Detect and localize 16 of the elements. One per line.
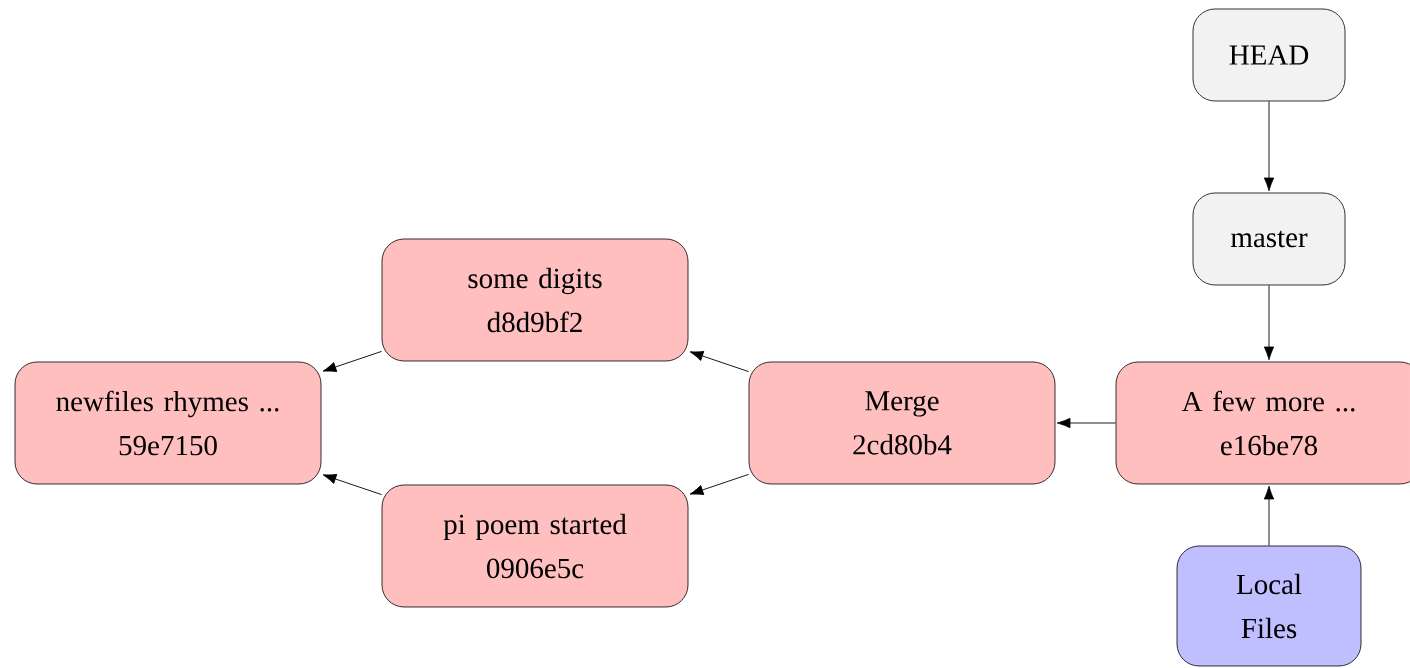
- commit-box: Local Files: [1176, 545, 1362, 667]
- arrow: [1263, 485, 1275, 547]
- commit-box: newfiles rhymes ... 59e7150: [14, 361, 322, 485]
- commit-box: HEAD: [1192, 8, 1346, 102]
- arrow: [1056, 417, 1117, 429]
- commit-box: Merge 2cd80b4: [748, 361, 1056, 485]
- arrow: [322, 473, 383, 496]
- arrow: [689, 351, 750, 373]
- arrow: [1263, 100, 1275, 192]
- arrow: [322, 350, 383, 372]
- commit-box: some digits d8d9bf2: [381, 238, 689, 362]
- arrow: [1263, 284, 1275, 361]
- arrow: [689, 473, 750, 495]
- commit-box: master: [1192, 192, 1346, 286]
- commit-box: pi poem started 0906e5c: [381, 484, 689, 608]
- commit-box: A few more ... e16be78: [1115, 361, 1410, 485]
